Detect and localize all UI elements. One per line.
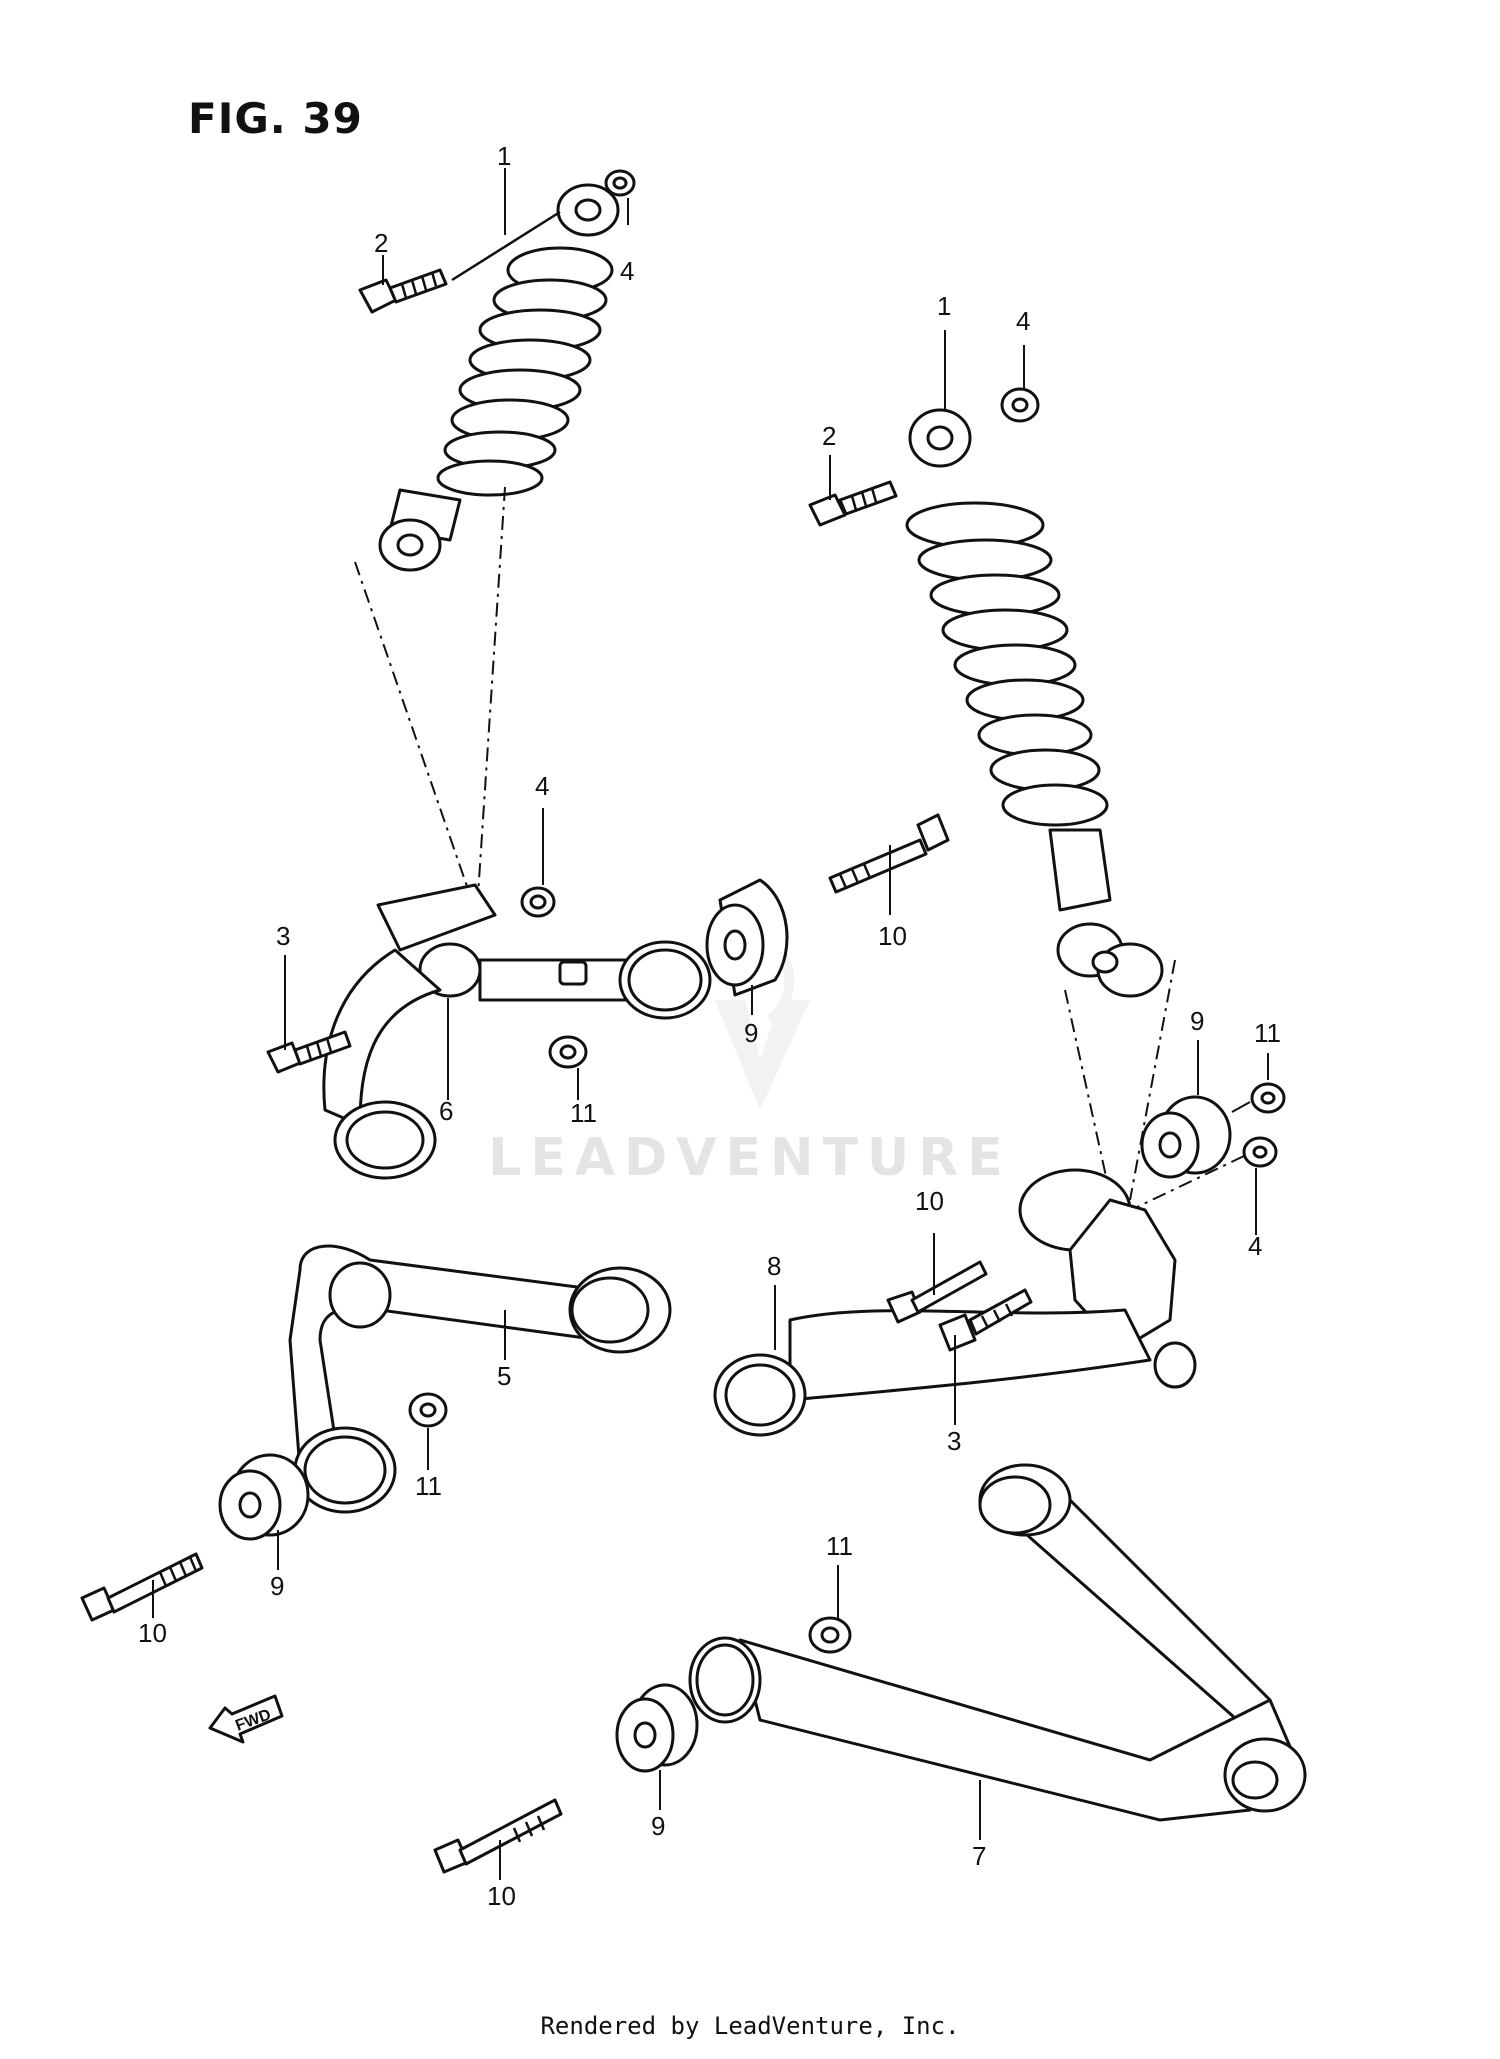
bolt-2-right[interactable] xyxy=(808,480,898,527)
bolt-3-left[interactable] xyxy=(266,1030,352,1074)
left-shock-absorber[interactable] xyxy=(378,183,620,572)
nut-4-right-top[interactable] xyxy=(1000,387,1040,423)
nut-4-right-mid[interactable] xyxy=(1242,1136,1278,1168)
callout-labels: 1 2 4 1 4 2 4 3 10 6 11 9 9 11 11 10 4 8… xyxy=(138,141,1281,1911)
callout-8: 8 xyxy=(767,1251,781,1281)
callout-10-lower: 10 xyxy=(487,1881,516,1911)
callout-9-lower: 9 xyxy=(651,1811,665,1841)
callout-10-right: 10 xyxy=(915,1186,944,1216)
figure-title: FIG. 39 xyxy=(188,94,363,143)
callout-3-left: 3 xyxy=(276,921,290,951)
callout-4-left-mid: 4 xyxy=(535,771,549,801)
right-upper-arm-8[interactable] xyxy=(713,1168,1197,1437)
right-shock-absorber[interactable] xyxy=(905,408,1164,998)
nut-4-left-top[interactable] xyxy=(604,169,636,197)
forward-direction-arrow-icon: FWD xyxy=(208,1694,284,1744)
callout-11-mid: 11 xyxy=(570,1098,597,1128)
nut-11-right[interactable] xyxy=(1250,1082,1286,1114)
nut-11-lower[interactable] xyxy=(808,1616,852,1654)
left-upper-arm-6[interactable] xyxy=(322,883,712,1180)
callout-10-mid: 10 xyxy=(878,921,907,951)
callout-9-left-lower: 9 xyxy=(270,1571,284,1601)
callout-11-left-lower: 11 xyxy=(415,1471,442,1501)
lower-arm-7[interactable] xyxy=(688,1463,1307,1822)
bushing-9-upper-mid[interactable] xyxy=(705,878,789,997)
bolt-3-right[interactable] xyxy=(938,1288,1033,1352)
callout-7: 7 xyxy=(972,1841,986,1871)
nut-11-mid[interactable] xyxy=(548,1035,588,1069)
bolt-10-lower[interactable] xyxy=(433,1798,563,1874)
footer-credit: Rendered by LeadVenture, Inc. xyxy=(540,2012,960,2040)
callout-9-mid: 9 xyxy=(744,1018,758,1048)
callout-9-right: 9 xyxy=(1190,1006,1204,1036)
left-lower-arm-5[interactable] xyxy=(288,1244,672,1514)
bolt-2-left[interactable] xyxy=(358,268,448,314)
callout-6: 6 xyxy=(439,1096,453,1126)
callout-4-right-top: 4 xyxy=(1016,306,1030,336)
callout-2-right: 2 xyxy=(822,421,836,451)
callout-3-right: 3 xyxy=(947,1426,961,1456)
watermark: LEADVENTURE xyxy=(488,1128,1012,1188)
callout-11-lower: 11 xyxy=(826,1531,853,1561)
leader-lines xyxy=(152,168,1269,1880)
callout-4-left-top: 4 xyxy=(620,256,634,286)
bushing-9-right[interactable] xyxy=(1140,1095,1232,1179)
bolt-10-left-lower[interactable] xyxy=(80,1552,204,1622)
callout-5: 5 xyxy=(497,1361,511,1391)
callout-10-left-lower: 10 xyxy=(138,1618,167,1648)
bolt-10-right[interactable] xyxy=(886,1260,988,1324)
bushing-9-left-lower[interactable] xyxy=(218,1453,310,1541)
nut-4-left-mid[interactable] xyxy=(520,886,556,918)
callout-1-right: 1 xyxy=(937,291,951,321)
bolt-10-mid[interactable] xyxy=(828,813,950,894)
nut-11-left-lower[interactable] xyxy=(408,1392,448,1428)
callout-2-left: 2 xyxy=(374,228,388,258)
callout-11-right: 11 xyxy=(1254,1018,1281,1048)
callout-4-right-mid: 4 xyxy=(1248,1231,1262,1261)
bushing-9-lower[interactable] xyxy=(615,1683,699,1773)
callout-1-left: 1 xyxy=(497,141,511,171)
